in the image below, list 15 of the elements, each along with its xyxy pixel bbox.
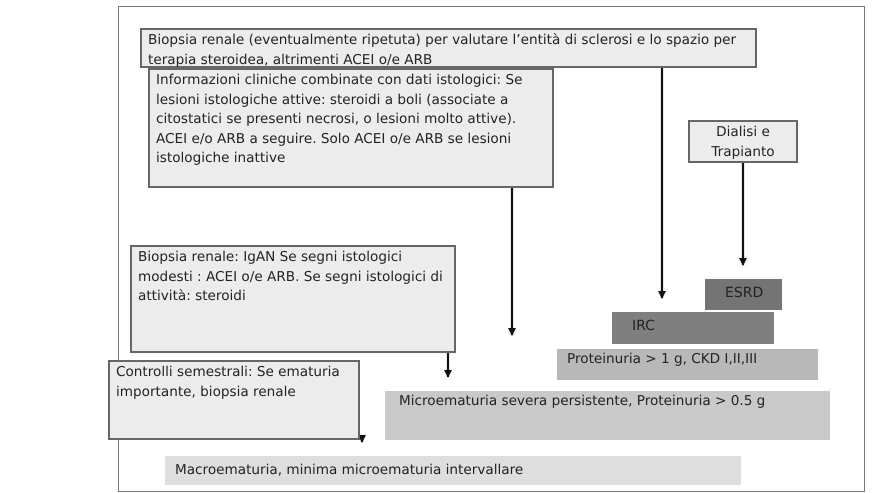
stage-band: Proteinuria > 1 g, CKD I,II,III	[557, 349, 818, 380]
arrow	[739, 163, 747, 266]
text-box: Dialisi e Trapianto	[688, 120, 798, 163]
arrow	[444, 353, 452, 378]
arrow	[358, 435, 366, 443]
stage-band: ESRD	[705, 279, 782, 310]
arrow	[508, 188, 516, 336]
arrow	[658, 68, 666, 299]
stage-band: Microematuria severa persistente, Proteinuria > 0.5 g	[385, 391, 830, 440]
stage-band: Macroematuria, minima microematuria intervallare	[165, 456, 741, 485]
text-box: Biopsia renale (eventualmente ripetuta) per valutare l’entità di sclerosi e lo spazio per terapia steroidea, altrimenti ACEI o/e ARB	[140, 28, 757, 68]
text-box: Biopsia renale: IgAN Se segni istologici modesti : ACEI o/e ARB. Se segni istologici di attività: steroidi	[130, 245, 456, 353]
text-box: Informazioni cliniche combinate con dati istologici: Se lesioni istologiche attive: steroidi a boli (associate a citostatici se presenti necrosi, o lesioni molto attive). ACEI e/o ARB a seguire. Solo ACEI o/e ARB se lesioni istologiche inattive	[148, 68, 554, 188]
stage-band: IRC	[612, 312, 774, 344]
text-box: Controlli semestrali: Se ematuria importante, biopsia renale	[108, 360, 360, 440]
